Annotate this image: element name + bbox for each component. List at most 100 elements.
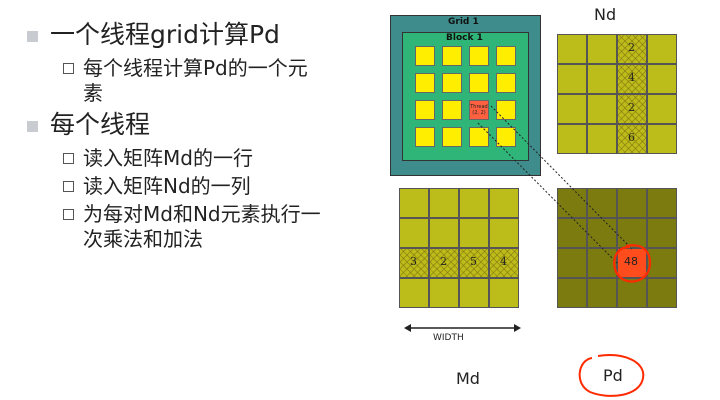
bullet-marker-1	[27, 31, 38, 42]
sub-bullet-1-1-line-2: 素	[83, 81, 103, 105]
thread-selected: Thread(2, 2)	[469, 100, 489, 120]
grid-label: Grid 1	[448, 17, 479, 27]
thread-cell	[415, 46, 435, 66]
thread-cell	[415, 73, 435, 93]
thread-cell	[442, 46, 462, 66]
block-label: Block 1	[446, 33, 483, 43]
md-matrix-cell	[459, 278, 489, 308]
pd-matrix-cell	[587, 278, 617, 308]
nd-column-value: 2	[628, 41, 635, 54]
thread-cell	[469, 46, 489, 66]
md-matrix-cell	[399, 278, 429, 308]
pd-matrix-cell	[647, 188, 677, 218]
nd-matrix-cell	[617, 124, 647, 154]
sub-bullet-2-1-text: 读入矩阵Md的一行	[83, 146, 253, 170]
sub-bullet-1-1-line-1: 每个线程计算Pd的一个元	[83, 56, 308, 80]
nd-matrix-cell	[617, 94, 647, 124]
pd-matrix-cell	[617, 218, 647, 248]
nd-matrix-cell	[647, 34, 677, 64]
pd-label: Pd	[603, 366, 623, 385]
thread-cell	[469, 73, 489, 93]
md-matrix-cell	[399, 218, 429, 248]
pd-matrix-cell	[647, 248, 677, 278]
pd-value-annotation-circle	[613, 244, 652, 283]
width-arrow-right-head	[514, 324, 521, 332]
nd-matrix-cell	[557, 34, 587, 64]
md-matrix-cell	[429, 248, 459, 278]
md-matrix-cell	[489, 188, 519, 218]
pd-matrix-cell	[617, 278, 647, 308]
thread-cell	[442, 127, 462, 147]
pd-matrix-cell	[587, 188, 617, 218]
width-label: WIDTH	[433, 333, 464, 343]
md-matrix-cell	[459, 248, 489, 278]
thread-cell	[442, 100, 462, 120]
thread-cell	[496, 127, 516, 147]
pd-matrix-cell	[557, 218, 587, 248]
dotted-line-upper	[490, 105, 633, 250]
md-label: Md	[456, 369, 480, 388]
sub-bullet-marker-2-3	[63, 209, 74, 220]
nd-matrix-cell	[617, 34, 647, 64]
md-matrix-cell	[489, 218, 519, 248]
thread-cell	[496, 73, 516, 93]
nd-matrix-cell	[647, 94, 677, 124]
md-matrix-cell	[489, 248, 519, 278]
pd-matrix-cell	[647, 278, 677, 308]
sub-bullet-marker-2-1	[63, 153, 74, 164]
sub-bullet-2-3-line-1: 为每对Md和Nd元素执行一	[83, 202, 321, 226]
thread-cell	[442, 73, 462, 93]
pd-matrix-cell	[587, 248, 617, 278]
thread-cell	[496, 46, 516, 66]
nd-matrix-cell	[557, 94, 587, 124]
md-matrix-cell	[459, 188, 489, 218]
thread-cell	[415, 100, 435, 120]
pd-matrix-cell	[647, 218, 677, 248]
md-row-value: 5	[470, 255, 477, 268]
nd-column-value: 6	[628, 131, 635, 144]
md-matrix-cell	[429, 278, 459, 308]
md-row-value: 4	[500, 255, 507, 268]
md-matrix-cell	[399, 248, 429, 278]
thread-label-line-2: (2, 2)	[472, 110, 486, 116]
nd-column-value: 4	[628, 71, 635, 84]
md-matrix-cell	[429, 218, 459, 248]
md-matrix-cell	[399, 188, 429, 218]
thread-cell	[496, 100, 516, 120]
nd-matrix-cell	[647, 64, 677, 94]
nd-column-value: 2	[628, 101, 635, 114]
nd-matrix-cell	[587, 94, 617, 124]
md-row-value: 3	[410, 255, 417, 268]
nd-matrix-cell	[587, 64, 617, 94]
md-matrix-cell	[459, 218, 489, 248]
width-arrow-left-head	[404, 324, 411, 332]
sub-bullet-marker-1-1	[63, 63, 74, 74]
nd-matrix-cell	[587, 124, 617, 154]
nd-matrix-cell	[587, 34, 617, 64]
pd-matrix-cell	[617, 188, 647, 218]
sub-bullet-2-3-line-2: 次乘法和加法	[83, 227, 203, 251]
nd-matrix-cell	[647, 124, 677, 154]
nd-matrix-cell	[557, 124, 587, 154]
thread-label-line-1: Thread	[470, 104, 488, 110]
md-matrix-cell	[429, 188, 459, 218]
bullet-2-text: 每个线程	[50, 110, 151, 139]
dotted-line-lower	[477, 122, 618, 264]
nd-matrix-cell	[557, 64, 587, 94]
thread-cell	[415, 127, 435, 147]
bullet-1-text: 一个线程grid计算Pd	[50, 20, 280, 49]
md-row-value: 2	[440, 255, 447, 268]
pd-matrix-cell	[587, 218, 617, 248]
nd-label: Nd	[594, 5, 617, 24]
pd-matrix-cell	[557, 278, 587, 308]
bullet-marker-2	[27, 121, 38, 132]
thread-cell	[469, 127, 489, 147]
sub-bullet-2-2-text: 读入矩阵Nd的一列	[83, 174, 251, 198]
pd-matrix-cell	[557, 248, 587, 278]
pd-label-annotation-circle	[578, 354, 645, 397]
nd-matrix-cell	[617, 64, 647, 94]
md-matrix-cell	[489, 278, 519, 308]
sub-bullet-marker-2-2	[63, 181, 74, 192]
pd-value: 48	[624, 255, 638, 268]
